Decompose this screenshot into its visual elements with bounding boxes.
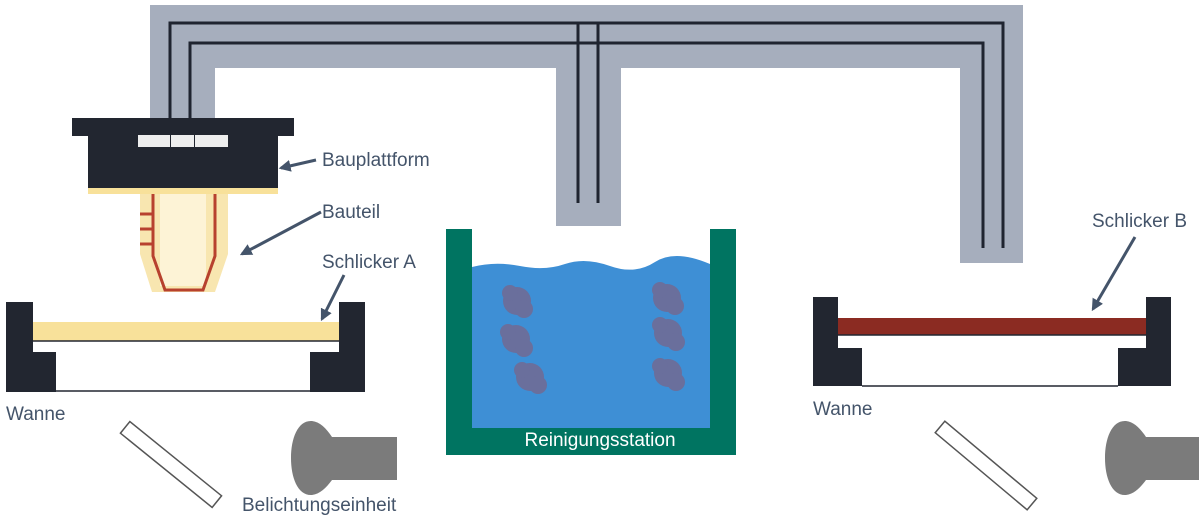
arrow-schlicker-a	[320, 274, 346, 322]
mirror-right	[934, 420, 1038, 511]
station-frame	[446, 229, 736, 455]
gantry-rail	[150, 5, 1023, 263]
rail-shape	[150, 5, 1023, 263]
label-wanne-right: Wanne	[813, 399, 873, 420]
part	[140, 194, 228, 292]
build-platform	[72, 118, 294, 194]
cleaning-station: Reinigungsstation	[446, 229, 736, 455]
label-bauteil: Bauteil	[322, 202, 380, 223]
exposure-unit-left	[119, 420, 397, 509]
slurry-a-layer	[33, 322, 339, 341]
cable-lines	[168, 21, 1005, 248]
mirror-left	[119, 420, 223, 509]
vat-right	[813, 297, 1171, 387]
lamp-right	[1105, 420, 1199, 496]
arrow-bauplattform	[278, 158, 317, 172]
pointer-arrows	[239, 158, 1137, 322]
label-schlicker-a: Schlicker A	[322, 252, 416, 273]
arrow-bauteil	[239, 210, 322, 256]
vat-left	[6, 302, 365, 392]
slurry-b-layer	[838, 318, 1146, 335]
exposure-unit-right	[934, 420, 1199, 511]
label-bauplattform: Bauplattform	[322, 150, 430, 171]
lamp-left	[291, 420, 397, 496]
label-wanne-left: Wanne	[6, 404, 66, 425]
label-belichtungseinheit: Belichtungseinheit	[242, 495, 397, 516]
arrow-schlicker-b	[1091, 236, 1137, 312]
label-schlicker-b: Schlicker B	[1092, 211, 1187, 232]
particles	[500, 282, 685, 394]
cleaning-station-label: Reinigungsstation	[524, 430, 675, 451]
